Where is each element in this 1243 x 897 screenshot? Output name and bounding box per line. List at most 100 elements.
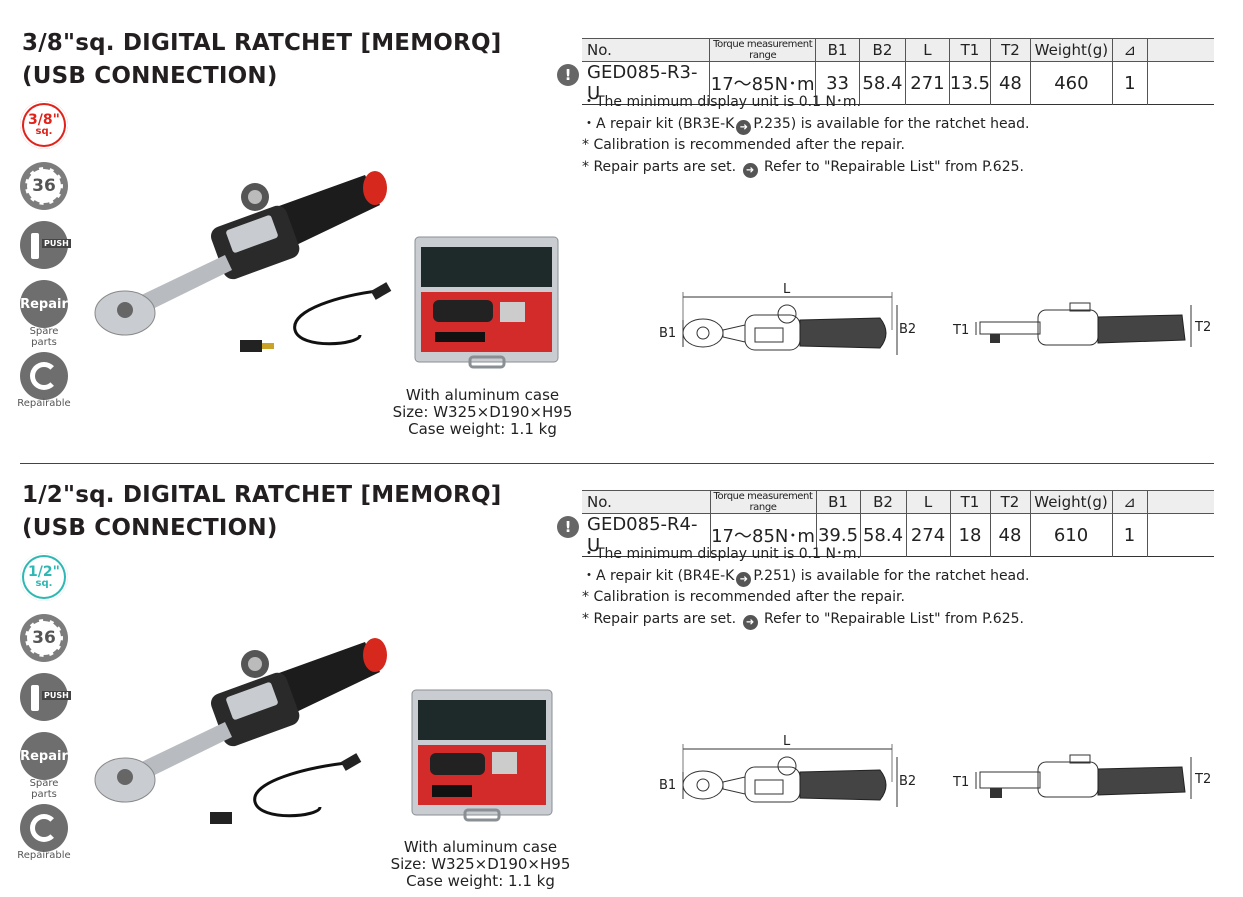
- note-text: Refer to "Repairable List" from P.625.: [764, 610, 1024, 627]
- note-line: ・The minimum display unit is 0.1 N･m.: [582, 94, 862, 110]
- note-line: ・A repair kit (BR4E-K➜P.251) is availabl…: [582, 566, 1029, 588]
- col-header: B2: [858, 38, 906, 62]
- col-header: Weight(g): [1029, 490, 1112, 514]
- col-header: Torque measurement range: [709, 38, 816, 62]
- drive-size-badge: 3/8"sq.: [20, 101, 68, 149]
- col-header: L: [905, 490, 950, 514]
- cell-qty: 1: [1111, 61, 1148, 105]
- product-title-line1: 1/2"sq. DIGITAL RATCHET [MEMORQ]: [22, 482, 502, 508]
- col-header: Torque measurement range: [709, 490, 816, 514]
- push-label: PUSH: [42, 691, 71, 700]
- cell-torque-range: 17～85N･m: [709, 513, 816, 557]
- dim-label-t1: T1: [952, 775, 969, 790]
- cell-l: 271: [904, 61, 950, 105]
- spec-table-header: No. Torque measurement range B1 B2 L T1 …: [582, 38, 1214, 62]
- gear-teeth-badge: 36: [20, 614, 68, 662]
- repair-spare-parts-icon: Repair: [20, 280, 68, 328]
- ratchet-product-image: [94, 638, 387, 824]
- drive-size-unit: sq.: [35, 577, 53, 589]
- warning-icon: !: [557, 516, 579, 538]
- gear-teeth-badge: 36: [20, 162, 68, 210]
- dim-label-t2: T2: [1194, 320, 1211, 335]
- cell-torque-range: 17～85N･m: [709, 61, 816, 105]
- col-header: T2: [989, 490, 1030, 514]
- case-caption: With aluminum case Size: W325×D190×H95 C…: [380, 387, 585, 438]
- dim-label-b1: B1: [659, 778, 676, 793]
- top-view-dimension-diagram: L B1 B2: [659, 282, 916, 355]
- case-caption-line: Case weight: 1.1 kg: [406, 872, 555, 890]
- spec-table: No. Torque measurement range B1 B2 L T1 …: [582, 490, 1214, 557]
- case-caption-line: Case weight: 1.1 kg: [408, 420, 557, 438]
- note-text: * Repair parts are set.: [582, 158, 737, 175]
- package-qty-icon: ⊿: [1111, 38, 1148, 62]
- side-view-dimension-diagram: T1 T2: [952, 302, 1211, 347]
- col-header: B2: [859, 490, 906, 514]
- repair-spare-parts-icon: Repair: [20, 732, 68, 780]
- col-header: T1: [949, 490, 990, 514]
- note-line: * Repair parts are set. ➜ Refer to "Repa…: [582, 609, 1029, 631]
- col-header: [1146, 38, 1214, 62]
- repairable-icon: [20, 352, 68, 400]
- page-ref-arrow-icon: ➜: [742, 162, 758, 178]
- package-qty-icon: ⊿: [1111, 490, 1147, 514]
- product-title-line1: 3/8"sq. DIGITAL RATCHET [MEMORQ]: [22, 30, 502, 56]
- repairable-caption: Repairable: [17, 850, 71, 861]
- dim-label-l: L: [783, 282, 791, 297]
- col-header: T1: [948, 38, 991, 62]
- cell-b1: 39.5: [815, 513, 860, 557]
- note-line: * Calibration is recommended after the r…: [582, 589, 905, 605]
- push-release-icon: PUSH: [20, 221, 71, 269]
- gear-teeth-value: 36: [25, 619, 63, 657]
- note-line: ・A repair kit (BR3E-K➜P.235) is availabl…: [582, 114, 1029, 136]
- cell-b1: 33: [815, 61, 860, 105]
- repairable-caption: Repairable: [17, 398, 71, 409]
- note-text: P.235) is available for the ratchet head…: [753, 115, 1030, 132]
- spec-notes: ・The minimum display unit is 0.1 N･m. ・A…: [582, 544, 1029, 630]
- table-row: GED085-R4-U 17～85N･m 39.5 58.4 274 18 48…: [582, 513, 1214, 557]
- warning-icon: !: [557, 64, 579, 86]
- note-line: * Calibration is recommended after the r…: [582, 137, 905, 153]
- ratchet-product-image: [94, 171, 392, 352]
- case-caption-line: With aluminum case: [403, 838, 558, 856]
- gear-teeth-value: 36: [25, 167, 63, 205]
- col-header: No.: [587, 493, 612, 511]
- note-text: P.251) is available for the ratchet head…: [753, 567, 1030, 584]
- cell-empty: [1146, 513, 1214, 557]
- cell-t1: 18: [949, 513, 990, 557]
- product-title-line2: (USB CONNECTION): [22, 515, 278, 541]
- case-caption-line: With aluminum case: [405, 386, 560, 404]
- col-header: No.: [587, 41, 612, 59]
- cell-model: GED085-R4-U: [587, 514, 698, 556]
- cell-qty: 1: [1111, 513, 1147, 557]
- col-header: T2: [989, 38, 1031, 62]
- repair-caption: Spare parts: [29, 778, 59, 800]
- cell-b2: 58.4: [858, 61, 906, 105]
- spec-table: No. Torque measurement range B1 B2 L T1 …: [582, 38, 1214, 105]
- cell-b2: 58.4: [859, 513, 906, 557]
- col-header: [1146, 490, 1214, 514]
- spec-notes: ・The minimum display unit is 0.1 N･m. ・A…: [582, 92, 1029, 178]
- side-view-dimension-diagram: T1 T2: [952, 754, 1211, 799]
- note-text: ・A repair kit (BR4E-K: [582, 567, 735, 584]
- spec-table-header: No. Torque measurement range B1 B2 L T1 …: [582, 490, 1214, 514]
- push-label: PUSH: [42, 239, 71, 248]
- case-caption-line: Size: W325×D190×H95: [392, 403, 573, 421]
- page-ref-arrow-icon: ➜: [742, 614, 758, 630]
- dim-label-b1: B1: [659, 326, 676, 341]
- section-divider: [20, 463, 1214, 464]
- case-caption: With aluminum case Size: W325×D190×H95 C…: [378, 839, 583, 890]
- note-text: ・A repair kit (BR3E-K: [582, 115, 735, 132]
- dim-label-b2: B2: [899, 322, 916, 337]
- page-ref-arrow-icon: ➜: [736, 571, 752, 587]
- cell-t2: 48: [989, 513, 1030, 557]
- product-title: 3/8"sq. DIGITAL RATCHET [MEMORQ] (USB CO…: [22, 27, 501, 93]
- dim-label-b2: B2: [899, 774, 916, 789]
- cell-model: GED085-R3-U: [587, 62, 698, 104]
- drive-size-unit: sq.: [35, 125, 53, 137]
- repair-label: Repair: [20, 748, 68, 764]
- dim-label-l: L: [783, 734, 791, 749]
- page-ref-arrow-icon: ➜: [736, 119, 752, 135]
- drive-size-badge: 1/2"sq.: [20, 553, 68, 601]
- note-line: ・The minimum display unit is 0.1 N･m.: [582, 546, 862, 562]
- repair-caption: Spare parts: [29, 326, 59, 348]
